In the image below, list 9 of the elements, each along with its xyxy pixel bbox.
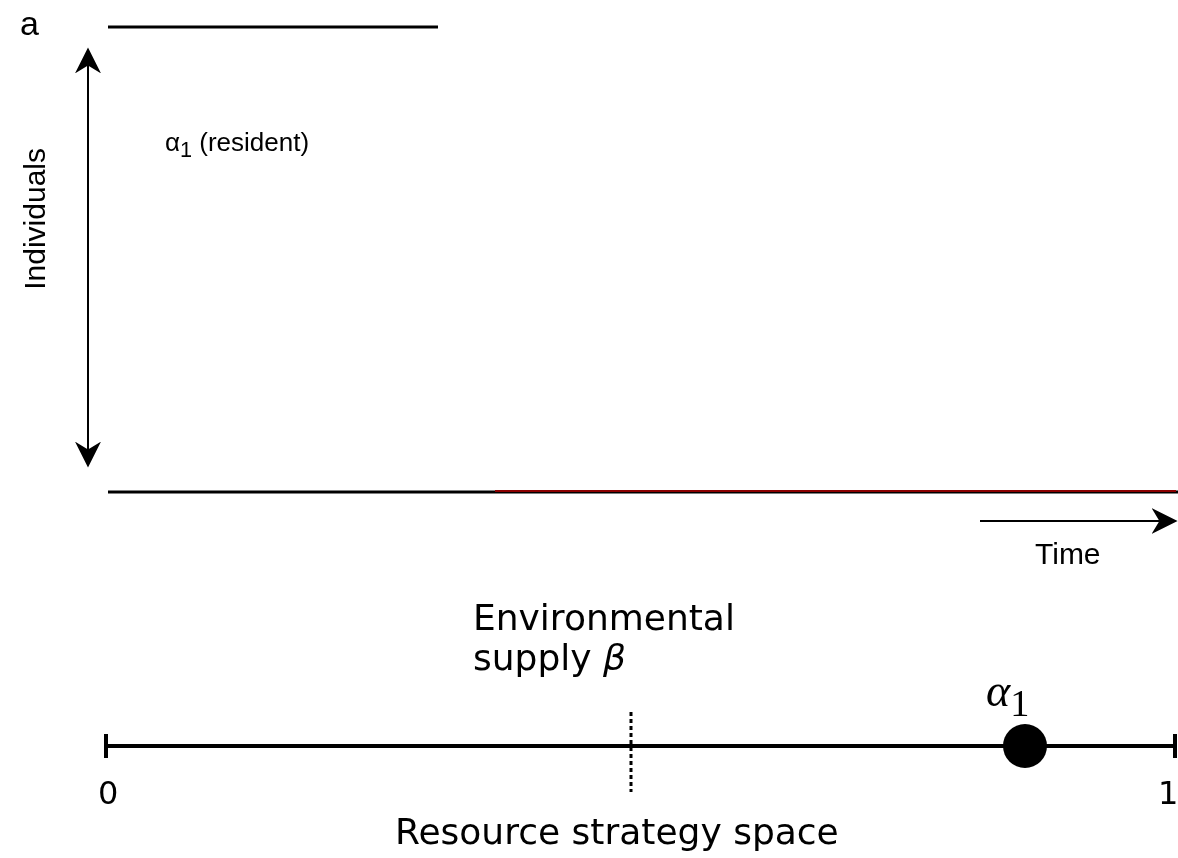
panel-letter: a [20, 5, 39, 43]
tick-label: 0 [98, 776, 119, 812]
annotation: Environmental supply β [473, 598, 736, 678]
axis-label: Individuals [18, 148, 51, 290]
axis-label: Resource strategy space [395, 812, 839, 852]
point-label: α$_{1}$ [986, 666, 1030, 725]
curve-label: α$_{1}$ (resident) [165, 128, 310, 162]
axis-label: Time [1035, 537, 1101, 570]
tick-label: 1 [1158, 776, 1178, 812]
